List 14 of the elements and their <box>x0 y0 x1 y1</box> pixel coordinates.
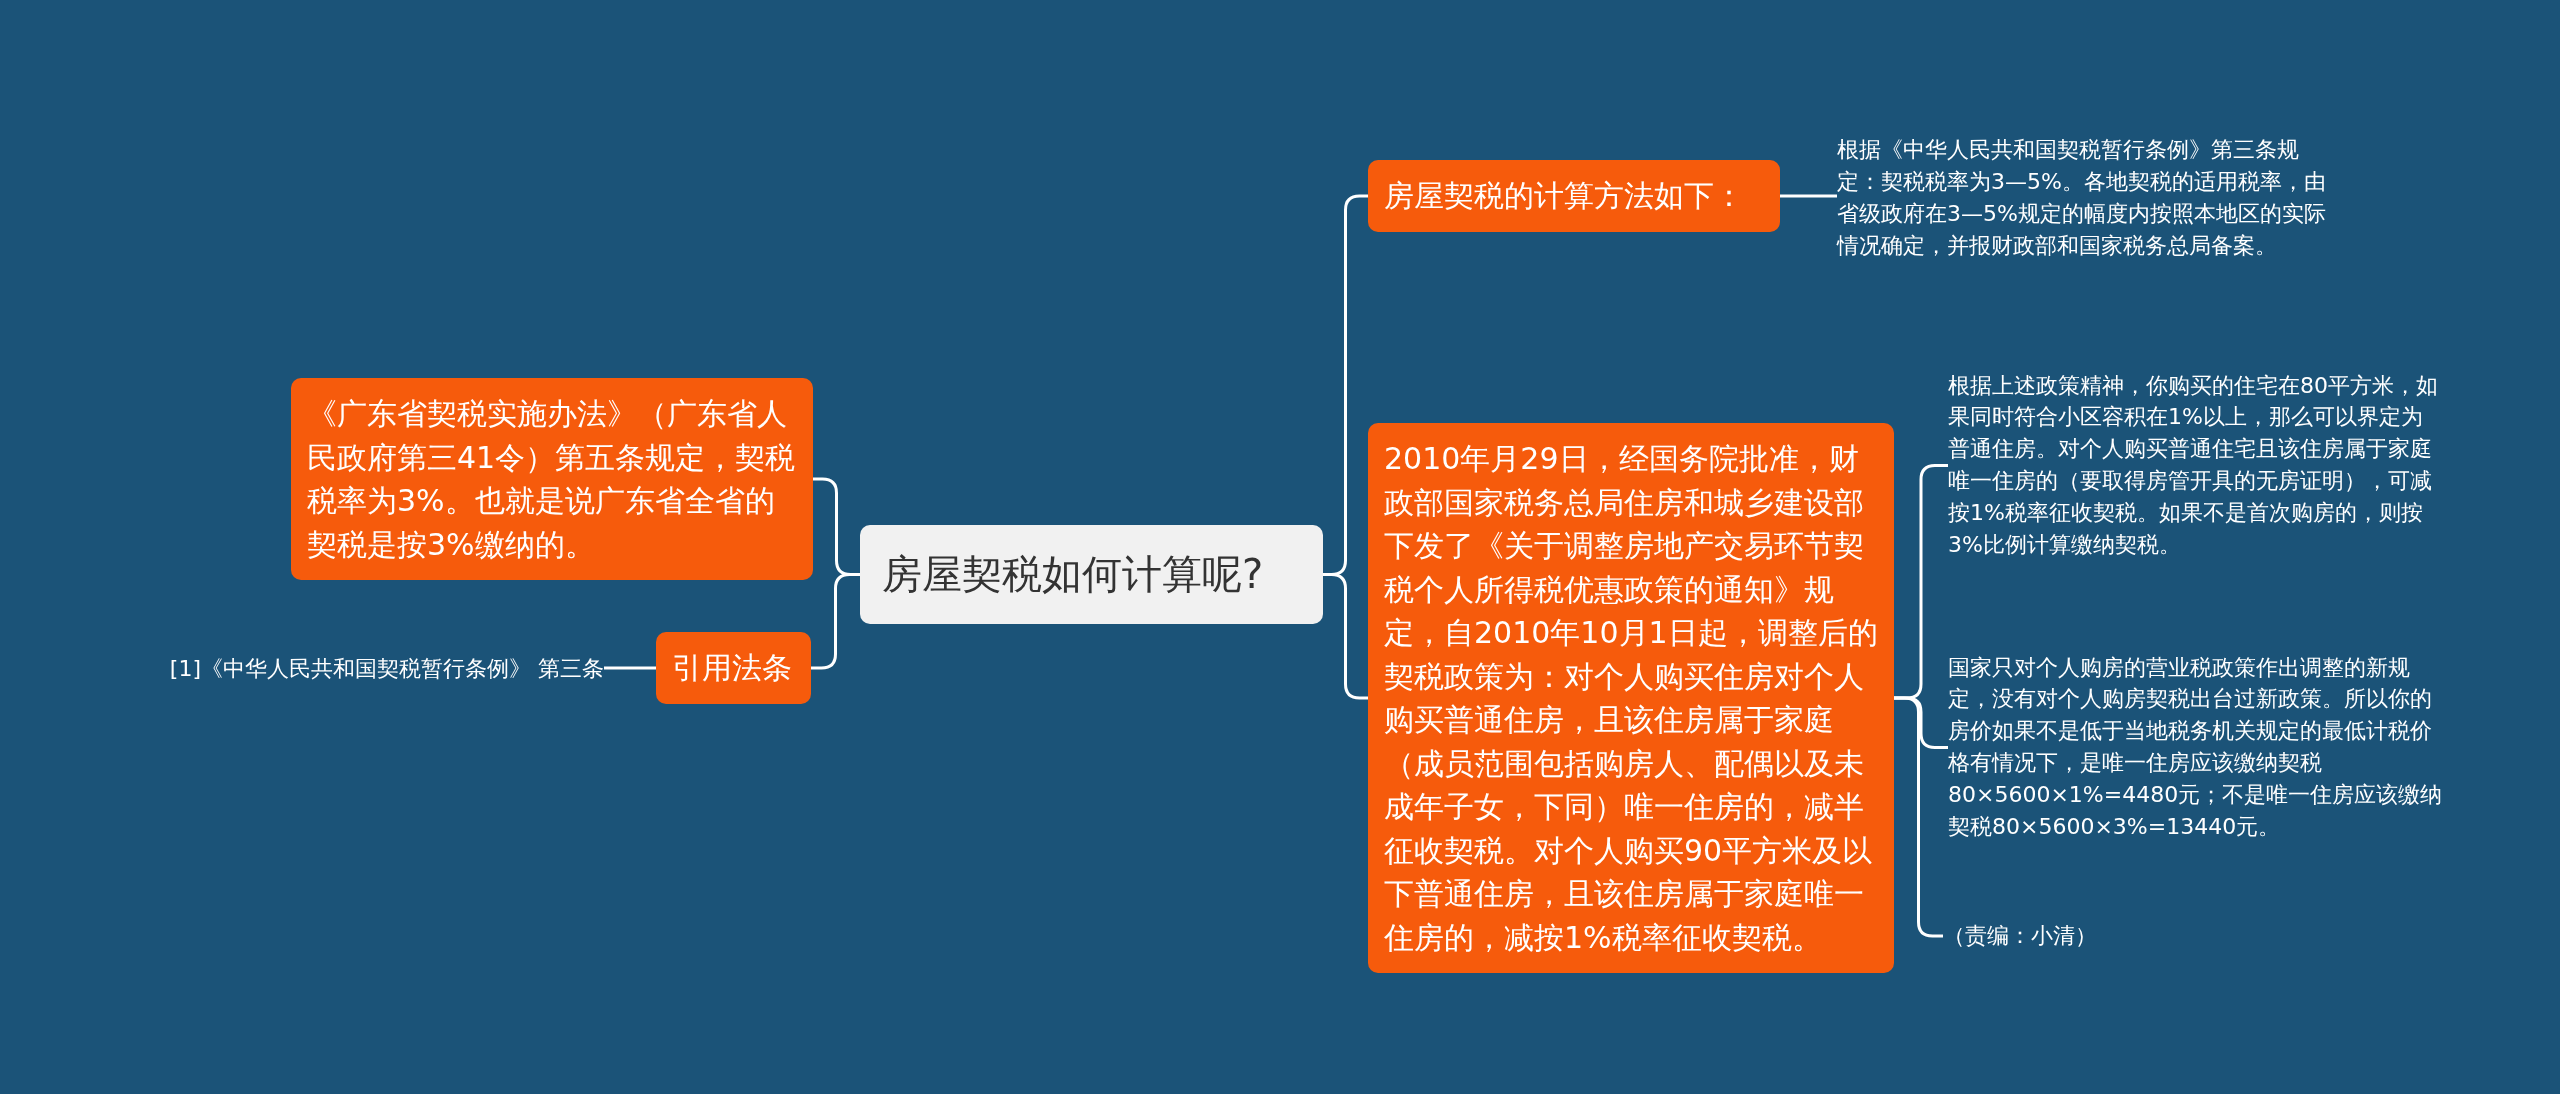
topic-box: 《广东省契税实施办法》（广东省人民政府第三41令）第五条规定，契税税率为3%。也就是说广东省全省的契税是按3%缴纳的。 <box>291 378 813 580</box>
connector-line <box>1323 573 1368 700</box>
note-text: 国家只对个人购房的营业税政策作出调整的新规定，没有对个人购房契税出台过新政策。所以你的房价如果不是低于当地税务机关规定的最低计税价格有情况下，是唯一住房应该缴纳契税80×5600×1%=4480元；不是唯一住房应该缴纳契税80×5600×3%=13440元。 <box>1948 651 2448 843</box>
connector-line <box>1780 194 1837 198</box>
connector-line <box>604 666 656 670</box>
topic-box: 2010年月29日，经国务院批准，财政部国家税务总局住房和城乡建设部下发了《关于调整房地产交易环节契税个人所得税优惠政策的通知》规定，自2010年10月1日起，调整后的契税政策为：对个人购买住房对个人购买普通住房，且该住房属于家庭（成员范围包括购房人、配偶以及未成年子女，下同）唯一住房的，减半征收契税。对个人购买90平方米及以下普通住房，且该住房属于家庭唯一住房的，减按1%税率征收契税。 <box>1368 423 1894 973</box>
note-text: 根据《中华人民共和国契税暂行条例》第三条规定：契税税率为3—5%。各地契税的适用税率，由省级政府在3—5%规定的幅度内按照本地区的实际情况确定，并报财政部和国家税务总局备案。 <box>1837 134 2337 262</box>
topic-box: 房屋契税的计算方法如下： <box>1368 160 1780 232</box>
note-text: （责编：小清） <box>1943 920 2097 952</box>
topic-box: 房屋契税如何计算呢? <box>860 524 1323 624</box>
connector-line <box>811 573 860 670</box>
topic-box: 引用法条 <box>656 632 811 704</box>
note-text: [1]《中华人民共和国契税暂行条例》 第三条 <box>169 653 604 685</box>
note-text: 根据上述政策精神，你购买的住宅在80平方米，如果同时符合小区容积在1%以上，那么可以界定为普通住房。对个人购买普通住宅且该住房属于家庭唯一住房的（要取得房管开具的无房证明），可减按1%税率征收契税。如果不是首次购房的，则按3%比例计算缴纳契税。 <box>1948 369 2438 561</box>
